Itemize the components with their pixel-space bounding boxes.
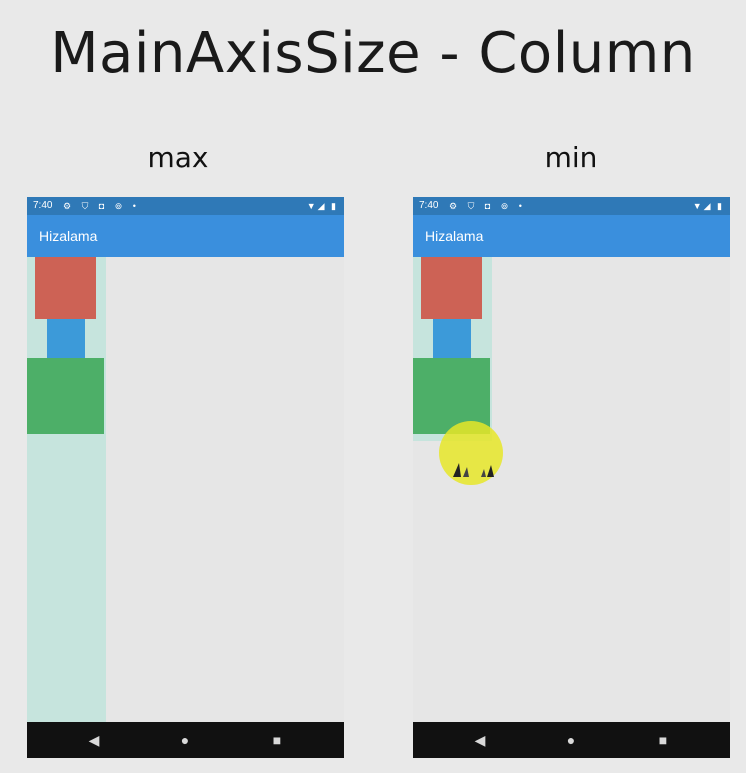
green-box (27, 358, 104, 434)
notification-icons: ⚙ ⛉ ◘ ⊚ • (449, 201, 526, 211)
content-area (27, 257, 344, 729)
status-bar: 7:40 ⚙ ⛉ ◘ ⊚ • ▼◢ ▮ (27, 197, 344, 215)
panel-label-max: max (147, 141, 209, 174)
app-bar-title: Hizalama (39, 228, 98, 244)
signal-battery-icons: ▼◢ ▮ (692, 201, 724, 211)
navigation-bar: ◀ ● ■ (413, 722, 730, 758)
status-time: 7:40 (33, 200, 53, 211)
phone-screen-min: 7:40 ⚙ ⛉ ◘ ⊚ • ▼◢ ▮ Hizalama ◀ ● ■ (413, 197, 730, 758)
status-bar: 7:40 ⚙ ⛉ ◘ ⊚ • ▼◢ ▮ (413, 197, 730, 215)
app-bar-title: Hizalama (425, 228, 484, 244)
notification-icons: ⚙ ⛉ ◘ ⊚ • (63, 201, 140, 211)
signal-battery-icons: ▼◢ ▮ (306, 201, 338, 211)
touch-ripple-icon (453, 463, 494, 477)
back-icon[interactable]: ◀ (88, 732, 100, 748)
red-box (421, 257, 482, 319)
content-area (413, 257, 730, 722)
slide-title: MainAxisSize - Column (50, 21, 696, 86)
phone-screen-max: 7:40 ⚙ ⛉ ◘ ⊚ • ▼◢ ▮ Hizalama ◀ ● ■ (27, 197, 344, 758)
app-bar: Hizalama (27, 215, 344, 257)
recent-apps-icon[interactable]: ■ (272, 732, 282, 748)
recent-apps-icon[interactable]: ■ (658, 732, 668, 748)
status-time: 7:40 (419, 200, 439, 211)
blue-box (47, 319, 85, 358)
panel-label-min: min (544, 141, 598, 174)
home-icon[interactable]: ● (566, 732, 576, 748)
app-bar: Hizalama (413, 215, 730, 257)
red-box (35, 257, 96, 319)
navigation-bar: ◀ ● ■ (27, 722, 344, 758)
back-icon[interactable]: ◀ (474, 732, 486, 748)
home-icon[interactable]: ● (180, 732, 190, 748)
blue-box (433, 319, 471, 358)
